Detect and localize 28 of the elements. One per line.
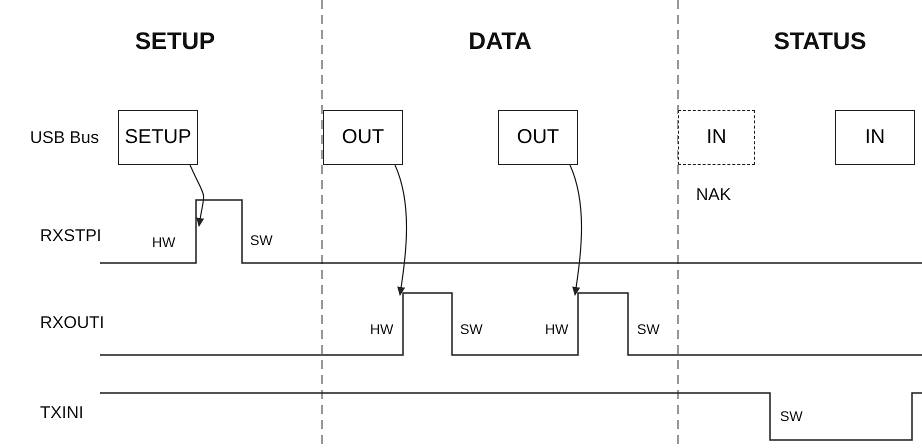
handshake-label: NAK bbox=[696, 185, 731, 205]
packet-name: OUT bbox=[516, 126, 560, 149]
phase-heading: SETUP bbox=[135, 28, 215, 56]
packet-box bbox=[118, 110, 198, 165]
packet-name: OUT bbox=[342, 126, 384, 149]
packet-name: IN bbox=[706, 126, 726, 149]
hw-label: HW bbox=[370, 321, 394, 337]
signal-name: TXINI bbox=[40, 403, 84, 423]
packet-name: IN bbox=[865, 126, 885, 149]
arrow bbox=[569, 164, 582, 296]
packet-box bbox=[323, 110, 403, 165]
packet-box bbox=[678, 110, 755, 165]
packet-box bbox=[835, 110, 915, 165]
arrow bbox=[189, 164, 204, 227]
sw-label: SW bbox=[780, 408, 803, 424]
phase-heading: DATA bbox=[468, 28, 532, 56]
sw-label: SW bbox=[250, 232, 273, 248]
signal-name: RXOUTI bbox=[40, 313, 104, 333]
hw-label: HW bbox=[545, 321, 568, 337]
packet-box bbox=[498, 110, 578, 165]
sw-label: SW bbox=[637, 321, 660, 337]
signal-name: USB Bus bbox=[30, 128, 99, 148]
arrow bbox=[394, 164, 408, 296]
hw-label: HW bbox=[152, 234, 176, 250]
phase-heading: STATUS bbox=[774, 28, 866, 56]
sw-label: SW bbox=[460, 321, 483, 337]
packet-name: SETUP bbox=[124, 126, 192, 149]
signal-name: RXSTPI bbox=[40, 226, 102, 246]
